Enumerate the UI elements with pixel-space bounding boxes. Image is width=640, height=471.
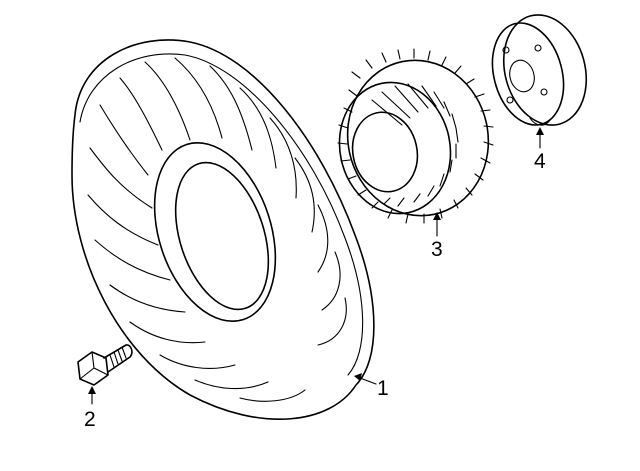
clutch-part-3: [337, 48, 494, 237]
callout-3: 3: [431, 238, 443, 261]
fan-blades: [87, 57, 347, 402]
fan-part-1: [71, 39, 375, 420]
leader-line-2: [88, 386, 96, 405]
callout-1: 1: [377, 377, 389, 400]
clutch-fins: [337, 48, 494, 224]
callout-2: 2: [84, 408, 96, 431]
leader-line-1: [354, 373, 377, 385]
hub-part-4: [491, 14, 588, 149]
callout-4: 4: [534, 150, 546, 173]
bolt-part-2: [77, 344, 133, 386]
